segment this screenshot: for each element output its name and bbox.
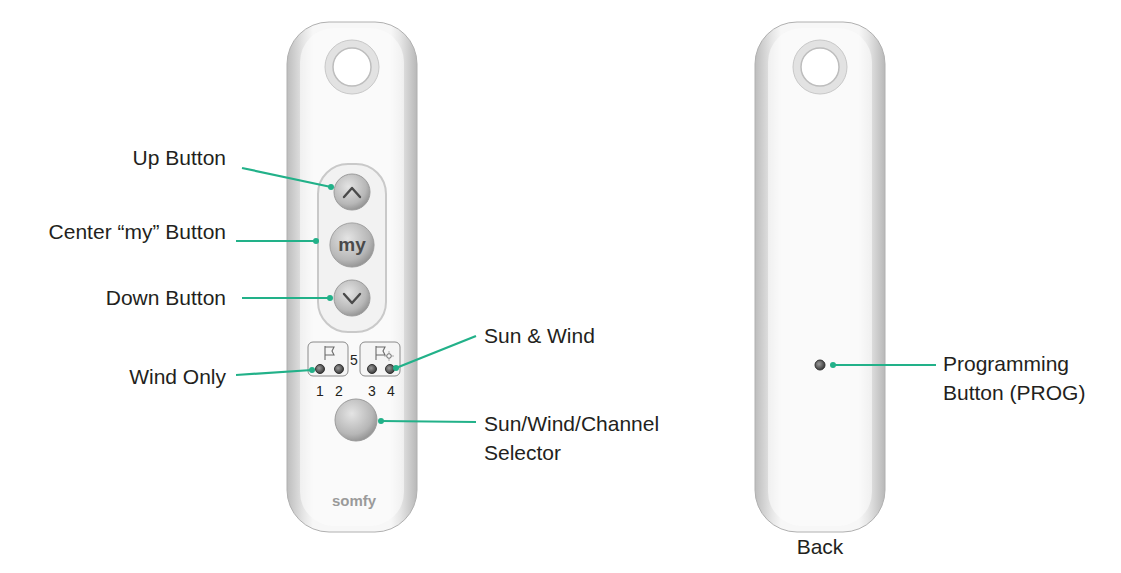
callout-label: Center “my” Button — [49, 217, 226, 246]
channel-number: 4 — [387, 382, 395, 402]
channel-number: 3 — [368, 382, 376, 402]
button-text: my — [329, 222, 375, 268]
remote-back — [755, 22, 885, 532]
my-button: my — [329, 222, 375, 268]
channel-number: 1 — [316, 382, 324, 402]
remote-front — [287, 22, 417, 532]
callout-label: Wind Only — [129, 362, 226, 391]
channel-number: 2 — [335, 382, 343, 402]
leader-lines — [236, 168, 936, 424]
callout-label: Up Button — [133, 143, 226, 172]
callout-label: Sun/Wind/Channel Selector — [484, 409, 684, 468]
callout-label: Sun & Wind — [484, 321, 595, 350]
callout-label: Down Button — [106, 283, 226, 312]
brand-logo: somfy — [332, 490, 376, 511]
callout-label: Programming Button (PROG) — [943, 349, 1118, 408]
view-caption: Back — [797, 532, 844, 561]
channel-number: 5 — [350, 351, 358, 371]
